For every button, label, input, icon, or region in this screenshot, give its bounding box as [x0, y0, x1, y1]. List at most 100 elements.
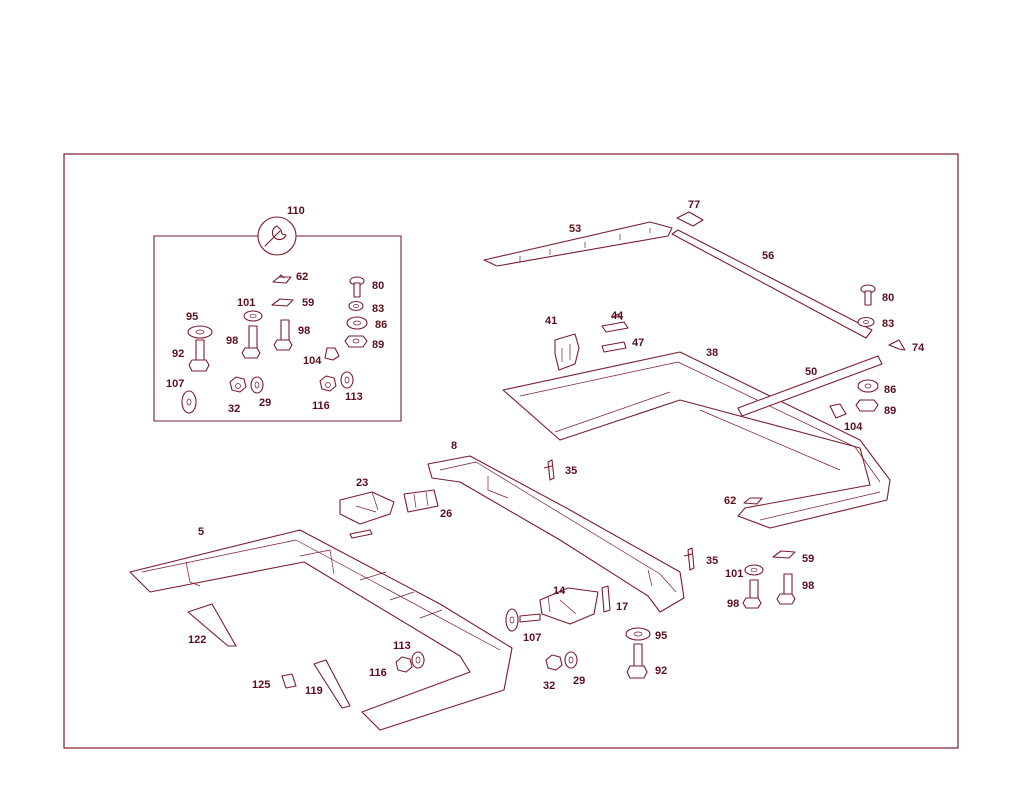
washer-83-rear — [857, 316, 875, 328]
washer-29-inset — [250, 376, 264, 394]
label-104a: 104 — [303, 355, 322, 367]
bumper-side-5 — [129, 529, 513, 731]
label-89b: 89 — [884, 405, 896, 417]
label-89a: 89 — [372, 339, 384, 351]
washer-86-inset — [346, 316, 368, 330]
label-86a: 86 — [375, 319, 387, 331]
bolt-98-rear-b — [742, 579, 762, 609]
bolt-92-inset — [188, 339, 210, 372]
screw-80-inset — [349, 276, 365, 298]
nut-89-rear — [855, 399, 879, 412]
label-95b: 95 — [655, 630, 667, 642]
callout-labels: 110 62 80 95 101 59 83 86 92 98 98 89 10… — [166, 199, 925, 697]
clip-104-inset — [324, 347, 340, 361]
label-98c: 98 — [802, 580, 814, 592]
nut-116-inset — [319, 375, 337, 392]
washer-113-inset — [340, 371, 354, 389]
washer-101-rear — [744, 564, 764, 576]
label-35a: 35 — [565, 465, 577, 477]
bolt-98a-inset — [241, 325, 261, 359]
label-62b: 62 — [724, 495, 736, 507]
screw-80-rear — [860, 284, 876, 306]
nut-32-inset — [229, 376, 247, 393]
label-32b: 32 — [543, 680, 555, 692]
bracket-35a — [543, 459, 555, 481]
label-116b: 116 — [369, 667, 387, 679]
nut-116-front — [395, 656, 413, 673]
label-116a: 116 — [312, 400, 330, 412]
washer-29-front — [564, 651, 578, 669]
bumper-center-8 — [427, 455, 685, 613]
label-62a: 62 — [296, 271, 308, 283]
washer-107-inset — [181, 390, 197, 414]
label-119: 119 — [305, 685, 323, 697]
bracket-17 — [601, 585, 611, 613]
label-56: 56 — [762, 250, 774, 262]
washer-101-inset — [243, 310, 263, 322]
washer-95-front — [625, 627, 651, 641]
label-80a: 80 — [372, 280, 384, 292]
strip-122 — [187, 603, 237, 647]
label-122: 122 — [188, 634, 206, 646]
label-92a: 92 — [172, 348, 184, 360]
label-104b: 104 — [844, 421, 863, 433]
bolt-92-front — [626, 643, 648, 679]
trim-strip-50 — [737, 355, 883, 417]
washer-95-inset — [187, 325, 213, 339]
label-98d: 98 — [727, 598, 739, 610]
label-125: 125 — [252, 679, 270, 691]
washer-113-front — [411, 651, 425, 669]
label-14: 14 — [553, 585, 566, 597]
label-107a: 107 — [166, 378, 184, 390]
label-98a: 98 — [226, 335, 238, 347]
label-29b: 29 — [573, 675, 585, 687]
label-83a: 83 — [372, 303, 384, 315]
label-80b: 80 — [882, 292, 894, 304]
bracket-23 — [339, 491, 395, 539]
label-113a: 113 — [345, 391, 363, 403]
label-47: 47 — [632, 337, 644, 349]
label-53: 53 — [569, 223, 581, 235]
washer-86-rear — [857, 379, 879, 393]
wrench-icon — [257, 216, 297, 256]
label-38: 38 — [706, 347, 718, 359]
washer-83-inset — [348, 300, 364, 312]
label-35b: 35 — [706, 555, 718, 567]
service-kit-inset — [153, 216, 402, 422]
label-8: 8 — [451, 440, 457, 452]
label-32a: 32 — [228, 403, 240, 415]
label-98b: 98 — [298, 325, 310, 337]
washer-107-front — [505, 608, 519, 632]
bolt-98-rear-a — [776, 573, 796, 605]
label-23: 23 — [356, 477, 368, 489]
bracket-44 — [601, 313, 629, 333]
nut-32-front — [545, 654, 563, 671]
bracket-47 — [601, 341, 627, 353]
clip-62-inset — [272, 274, 292, 284]
label-26: 26 — [440, 508, 452, 520]
label-44: 44 — [611, 310, 624, 322]
clip-74 — [888, 339, 906, 351]
bracket-14 — [519, 587, 599, 625]
label-113b: 113 — [393, 640, 411, 652]
label-41: 41 — [545, 315, 557, 327]
label-17: 17 — [616, 601, 628, 613]
label-107b: 107 — [523, 632, 541, 644]
nut-89-inset — [344, 335, 368, 348]
diagram-frame — [63, 153, 959, 749]
label-77: 77 — [688, 199, 700, 211]
clip-59-rear — [772, 550, 796, 559]
clip-59-inset — [271, 298, 294, 307]
label-5: 5 — [198, 526, 204, 538]
label-101a: 101 — [237, 297, 255, 309]
label-50: 50 — [805, 366, 817, 378]
bolt-98b-inset — [273, 319, 293, 351]
clip-104-rear — [829, 403, 847, 419]
bracket-26 — [403, 489, 439, 513]
label-59a: 59 — [302, 297, 314, 309]
clip-62-rear — [743, 497, 763, 505]
bracket-41 — [554, 333, 580, 371]
trim-strip-53 — [483, 221, 673, 267]
strip-119 — [313, 659, 351, 709]
